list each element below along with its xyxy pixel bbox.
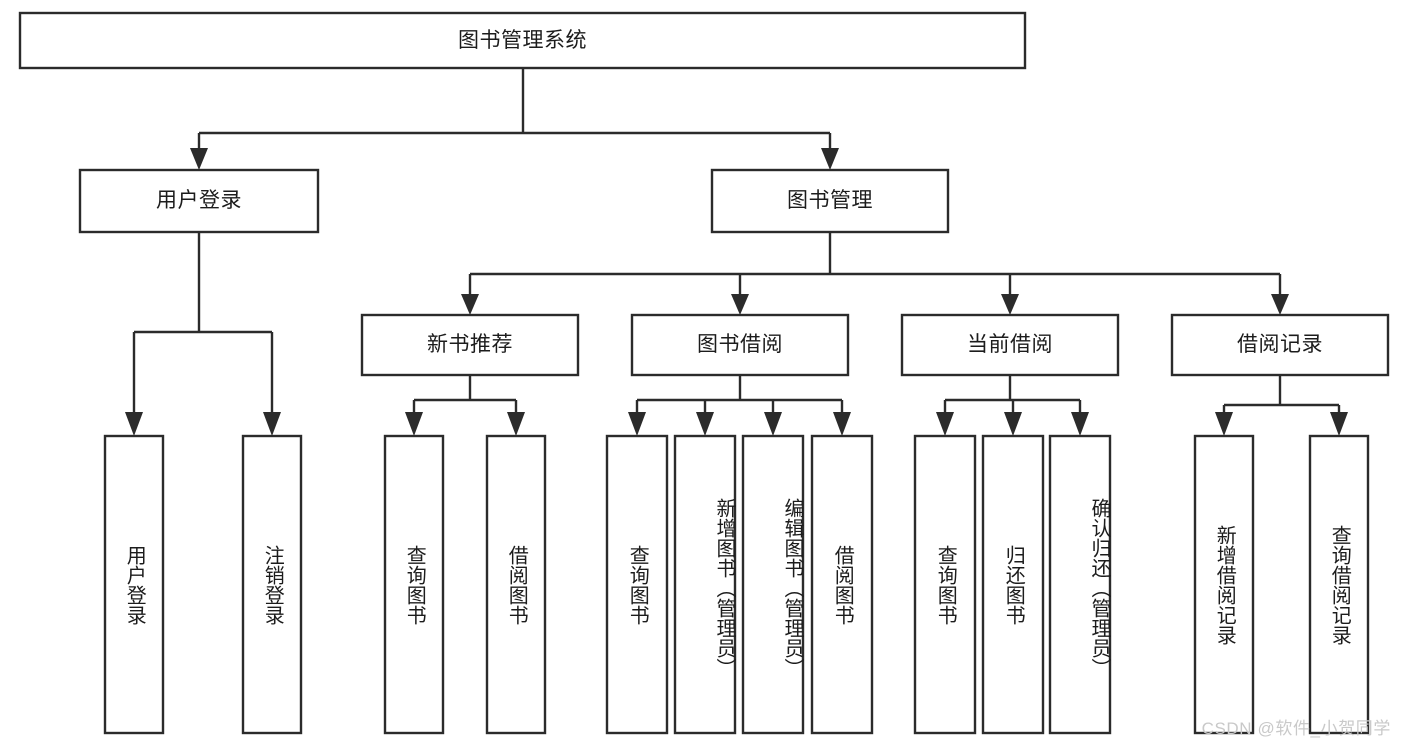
arrow-head-leaf-add-book (696, 412, 714, 436)
node-box-root[interactable] (18, 11, 1027, 70)
arrow-head-book-borrow (731, 294, 749, 315)
arrow-head-leaf-edit-book (764, 412, 782, 436)
arrow-head-current-borrow (1001, 294, 1019, 315)
node-box-user-login[interactable] (78, 168, 320, 234)
arrow-head-leaf-add-borrow-record (1215, 412, 1233, 436)
node-box-leaf-edit-book[interactable] (741, 434, 805, 735)
arrow-head-leaf-query-book-current (936, 412, 954, 436)
arrow-head-leaf-query-book-borrow (628, 412, 646, 436)
arrow-head-leaf-confirm-return (1071, 412, 1089, 436)
node-box-leaf-add-borrow-record[interactable] (1193, 434, 1255, 735)
arrow-head-new-book-recommend (461, 294, 479, 315)
arrow-head-leaf-borrow-book (833, 412, 851, 436)
node-box-leaf-borrow-book[interactable] (810, 434, 874, 735)
node-box-leaf-query-book-current[interactable] (913, 434, 977, 735)
node-box-leaf-query-book-recommend[interactable] (383, 434, 445, 735)
arrow-head-leaf-borrow-book-recommend (507, 412, 525, 436)
arrow-head-user-login (190, 148, 208, 170)
arrow-head-leaf-return-book (1004, 412, 1022, 436)
arrow-head-borrow-record (1271, 294, 1289, 315)
arrow-head-leaf-query-borrow-record (1330, 412, 1348, 436)
node-box-leaf-add-book[interactable] (673, 434, 737, 735)
arrow-head-leaf-logout (263, 412, 281, 436)
node-box-current-borrow[interactable] (900, 313, 1120, 377)
node-box-leaf-logout[interactable] (241, 434, 303, 735)
arrow-head-leaf-query-book-recommend (405, 412, 423, 436)
node-box-book-management[interactable] (710, 168, 950, 234)
node-box-leaf-borrow-book-recommend[interactable] (485, 434, 547, 735)
node-box-new-book-recommend[interactable] (360, 313, 580, 377)
node-box-borrow-record[interactable] (1170, 313, 1390, 377)
node-box-book-borrow[interactable] (630, 313, 850, 377)
node-box-leaf-confirm-return[interactable] (1048, 434, 1112, 735)
node-box-leaf-query-book-borrow[interactable] (605, 434, 669, 735)
node-box-leaf-return-book[interactable] (981, 434, 1045, 735)
arrow-head-leaf-user-login (125, 412, 143, 436)
arrow-head-book-management (821, 148, 839, 170)
node-box-leaf-user-login[interactable] (103, 434, 165, 735)
node-box-leaf-query-borrow-record[interactable] (1308, 434, 1370, 735)
